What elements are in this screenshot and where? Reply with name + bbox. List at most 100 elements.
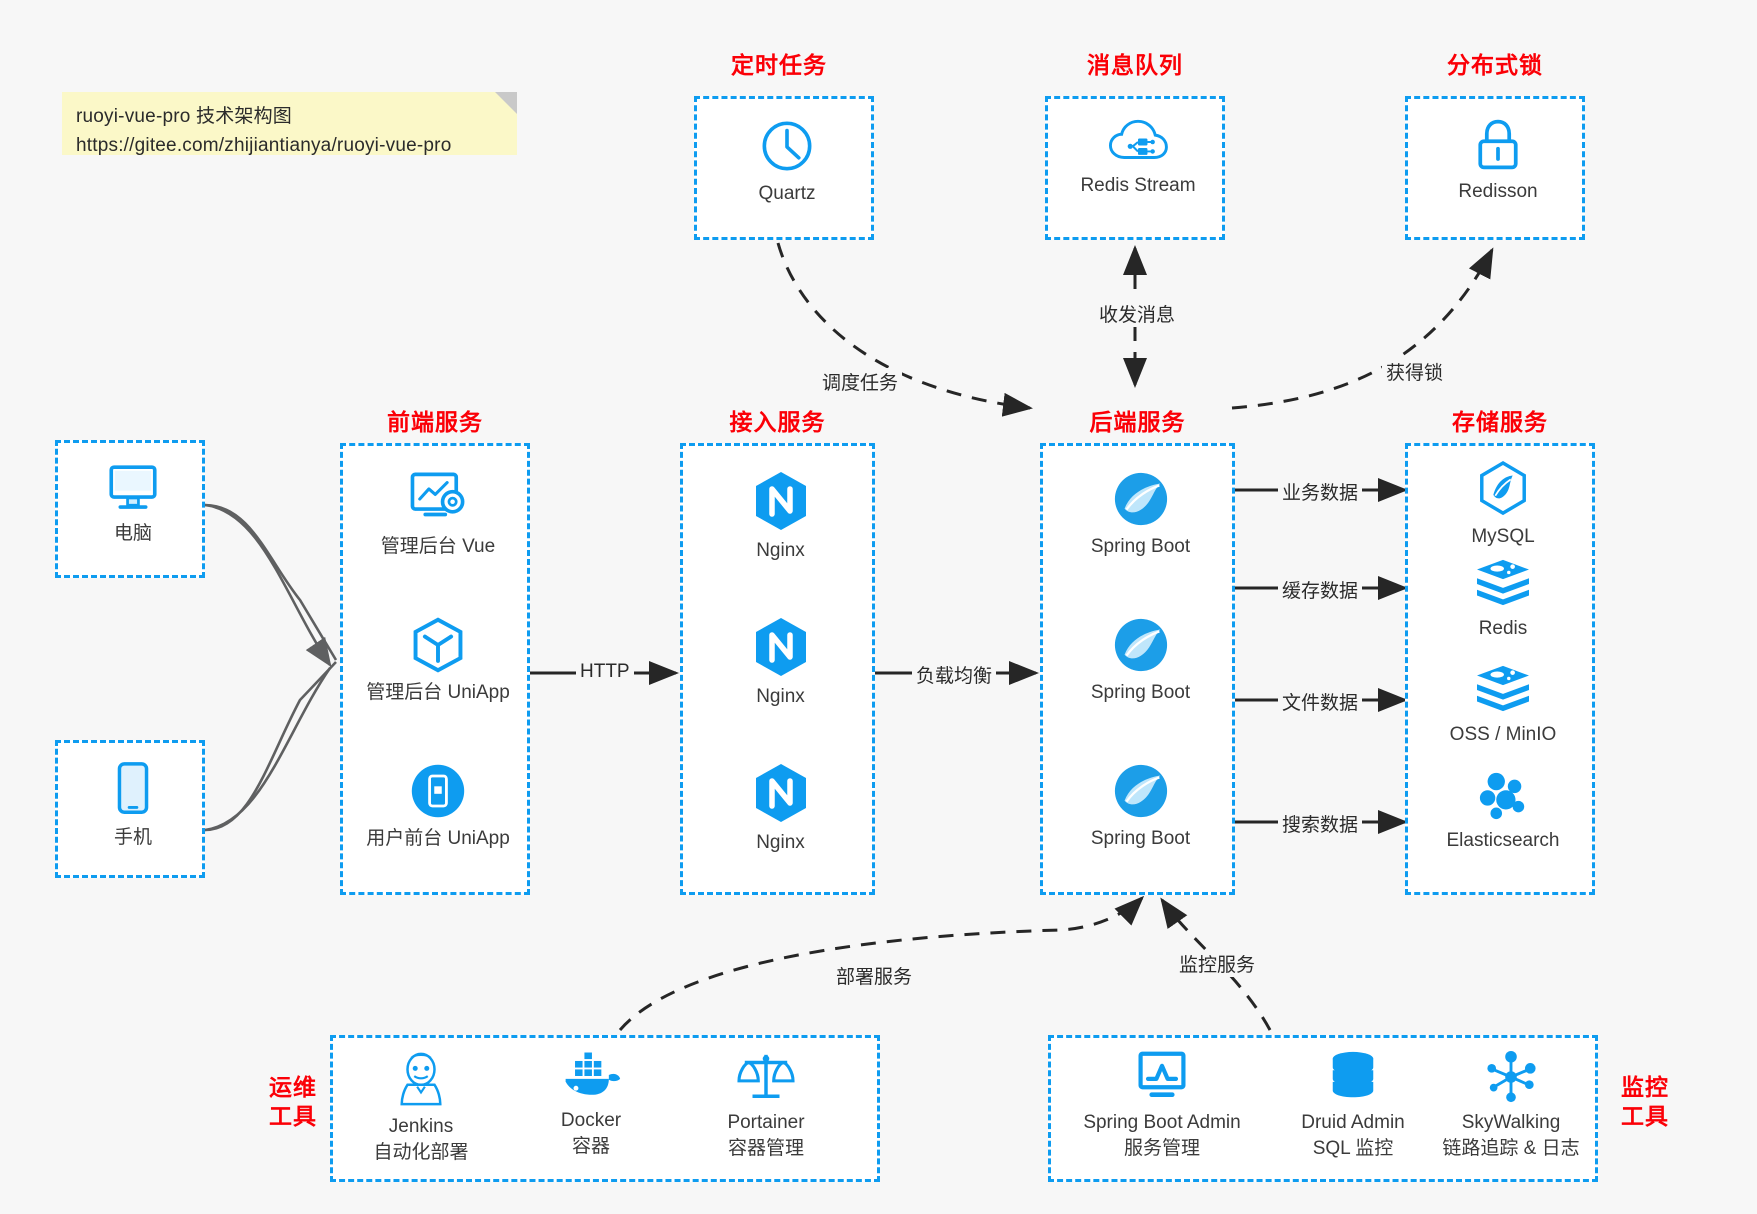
node-label: 用户前台 UniApp: [366, 828, 510, 849]
node-name: Jenkins: [388, 1116, 454, 1137]
node-name: Portainer: [727, 1112, 805, 1133]
node-label: Elasticsearch: [1446, 830, 1560, 851]
edge-label-deploy-service: 部署服务: [832, 962, 917, 989]
redis-icon: [1477, 559, 1529, 606]
node-label: 电脑: [113, 523, 152, 544]
node-label: 手机: [113, 827, 152, 848]
caption-devops-line1: 运维: [269, 1074, 317, 1100]
node-redis[interactable]: Redis: [1408, 558, 1598, 642]
spring-icon: [1114, 764, 1167, 818]
node-label: Quartz: [758, 183, 816, 204]
node-redisson[interactable]: Redisson: [1408, 117, 1588, 205]
node-label: Spring Boot: [1090, 682, 1191, 703]
caption-storage: 存储服务: [1452, 409, 1548, 435]
node-desc: 自动化部署: [373, 1141, 469, 1163]
desktop-icon: [109, 465, 157, 509]
node-label: OSS / MinIO: [1449, 724, 1557, 745]
note-title: ruoyi-vue-pro 技术架构图: [76, 106, 293, 127]
group-client-mobile: 手机: [55, 740, 205, 878]
node-label: Spring Boot: [1090, 536, 1191, 557]
docker-icon: [565, 1052, 621, 1095]
edge-label-monitor-service: 监控服务: [1175, 950, 1260, 977]
database-icon: [1332, 1051, 1374, 1098]
node-label: Redisson: [1458, 181, 1538, 202]
phone-app-icon: [411, 764, 465, 818]
node-user-uniapp[interactable]: 用户前台 UniApp: [343, 762, 533, 852]
edge-label-schedule-task: 调度任务: [818, 368, 903, 395]
edge-label-send-receive-message: 收发消息: [1095, 300, 1180, 327]
node-admin-uniapp[interactable]: 管理后台 UniApp: [343, 616, 533, 706]
caption-devops-tools: 运维 工具: [258, 1073, 328, 1131]
node-label: Nginx: [756, 832, 805, 853]
caption-distributed-lock: 分布式锁: [1447, 52, 1543, 78]
node-skywalking[interactable]: SkyWalking 链路追踪 & 日志: [1421, 1050, 1601, 1161]
node-desc: 容器: [571, 1135, 610, 1157]
node-nginx-1[interactable]: Nginx: [683, 470, 878, 564]
scales-icon: [737, 1054, 795, 1099]
elasticsearch-icon: [1479, 772, 1525, 820]
clock-icon: [762, 121, 812, 171]
edge-label-cache-data: 缓存数据: [1278, 576, 1363, 603]
edge-label-http: HTTP: [576, 661, 634, 683]
jenkins-icon: [400, 1052, 442, 1106]
edge-label-acquire-lock: 获得锁: [1382, 358, 1448, 385]
cloud-stream-icon: [1108, 119, 1168, 159]
caption-message-queue: 消息队列: [1087, 52, 1183, 78]
node-label: Nginx: [756, 686, 805, 707]
node-desc: 容器管理: [727, 1137, 804, 1159]
node-desc: 链路追踪 & 日志: [1442, 1137, 1580, 1159]
node-spring-boot-1[interactable]: Spring Boot: [1043, 470, 1238, 560]
node-label: Spring Boot: [1090, 828, 1191, 849]
node-desc: 服务管理: [1123, 1137, 1200, 1159]
caption-scheduler: 定时任务: [731, 52, 827, 78]
node-label: 管理后台 UniApp: [366, 682, 510, 703]
node-mobile[interactable]: 手机: [58, 761, 208, 851]
note-card: ruoyi-vue-pro 技术架构图 https://gitee.com/zh…: [62, 92, 517, 156]
group-frontend: 管理后台 Vue 管理后台 UniApp 用户前台 UniApp: [340, 443, 530, 895]
nginx-icon: [755, 472, 806, 530]
node-desktop[interactable]: 电脑: [58, 461, 208, 547]
node-elasticsearch[interactable]: Elasticsearch: [1408, 770, 1598, 854]
edge-label-search-data: 搜索数据: [1278, 810, 1363, 837]
node-nginx-3[interactable]: Nginx: [683, 762, 878, 856]
node-nginx-2[interactable]: Nginx: [683, 616, 878, 710]
nginx-icon: [755, 618, 806, 676]
group-gateway: Nginx Nginx Nginx: [680, 443, 875, 895]
node-druid-admin[interactable]: Druid Admin SQL 监控: [1273, 1050, 1433, 1161]
mysql-icon: [1480, 460, 1526, 516]
node-oss-minio[interactable]: OSS / MinIO: [1408, 664, 1598, 748]
node-spring-boot-admin[interactable]: Spring Boot Admin 服务管理: [1057, 1050, 1267, 1161]
spring-icon: [1114, 618, 1167, 672]
caption-frontend: 前端服务: [387, 409, 483, 435]
mobile-icon: [117, 762, 149, 814]
caption-gateway: 接入服务: [729, 409, 826, 435]
group-storage: MySQL Redis OSS / MinIO: [1405, 443, 1595, 895]
node-portainer[interactable]: Portainer 容器管理: [681, 1050, 851, 1161]
group-monitor-tools: Spring Boot Admin 服务管理 Druid Admin SQL 监…: [1048, 1035, 1598, 1182]
cube-icon: [413, 617, 463, 673]
nginx-icon: [755, 764, 806, 822]
caption-backend: 后端服务: [1089, 409, 1186, 435]
node-spring-boot-3[interactable]: Spring Boot: [1043, 762, 1238, 852]
group-devops-tools: Jenkins 自动化部署 Docker 容器: [330, 1035, 880, 1182]
node-docker[interactable]: Docker 容器: [511, 1050, 671, 1159]
node-name: SkyWalking: [1461, 1112, 1561, 1133]
node-spring-boot-2[interactable]: Spring Boot: [1043, 616, 1238, 706]
group-scheduler: Quartz: [694, 96, 874, 240]
node-mysql[interactable]: MySQL: [1408, 460, 1598, 550]
edge-label-load-balance: 负载均衡: [912, 661, 997, 688]
group-client-desktop: 电脑: [55, 440, 205, 578]
node-admin-vue[interactable]: 管理后台 Vue: [343, 470, 533, 560]
caption-monitor-tools: 监控 工具: [1610, 1073, 1680, 1131]
node-redis-stream[interactable]: Redis Stream: [1048, 117, 1228, 199]
node-label: Redis: [1478, 618, 1528, 639]
node-quartz[interactable]: Quartz: [697, 117, 877, 207]
group-distributed-lock: Redisson: [1405, 96, 1585, 240]
note-fold-corner: [495, 92, 517, 114]
node-jenkins[interactable]: Jenkins 自动化部署: [341, 1050, 501, 1165]
node-name: Druid Admin: [1301, 1112, 1405, 1133]
group-message-queue: Redis Stream: [1045, 96, 1225, 240]
node-label: Nginx: [756, 540, 805, 561]
lock-icon: [1478, 119, 1518, 170]
